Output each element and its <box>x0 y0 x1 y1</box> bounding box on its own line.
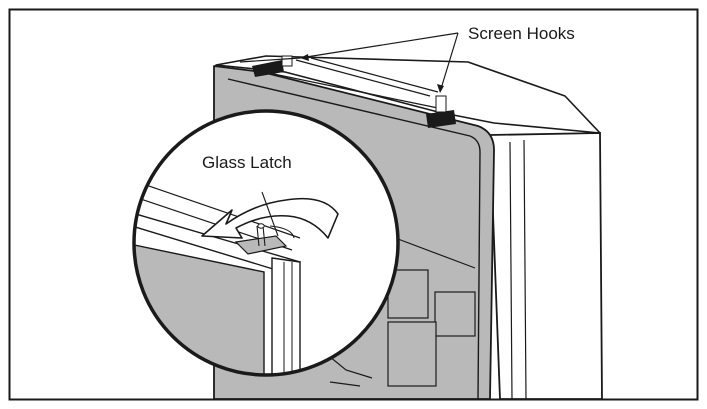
screen-hooks-label: Screen Hooks <box>468 24 575 43</box>
glass-latch-label: Glass Latch <box>202 153 292 172</box>
screen-hooks-leaders <box>239 32 459 93</box>
screen-hook-right <box>426 95 456 128</box>
glass-frame-side <box>271 257 301 375</box>
screen-hooks-arrowhead-left <box>300 54 309 61</box>
glass-latch-part <box>234 235 288 255</box>
cabinet-top-rails <box>263 57 439 109</box>
screen-hooks-arrowhead-right <box>437 84 444 93</box>
screen-inner-edge <box>227 78 481 400</box>
cabinet-right-side <box>489 132 603 400</box>
magnifier-circle-icon <box>132 109 400 377</box>
curved-arrow-icon <box>201 197 339 239</box>
screen-hook-left <box>252 55 293 77</box>
cabinet-side-edges <box>509 139 527 400</box>
glass-latch-leader <box>261 191 279 237</box>
